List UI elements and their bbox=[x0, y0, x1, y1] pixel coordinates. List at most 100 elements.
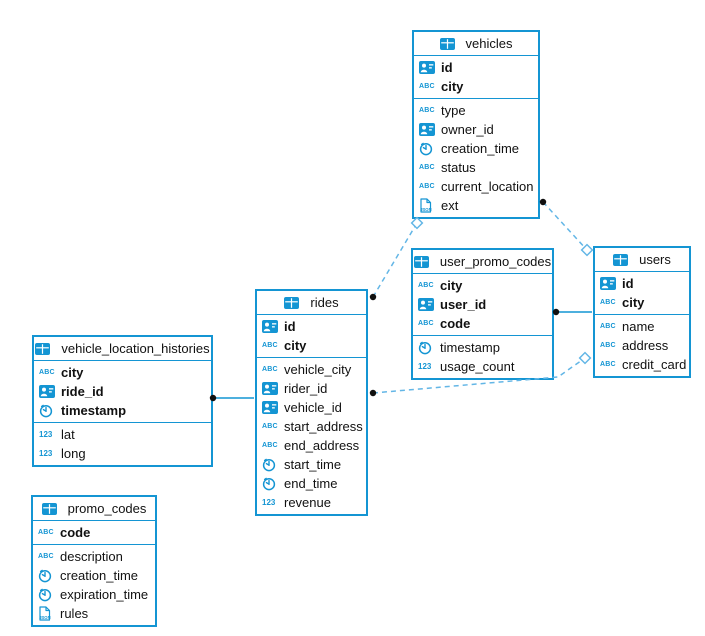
text-type-icon: ABC bbox=[600, 358, 618, 372]
timestamp-type-icon bbox=[419, 142, 437, 156]
user-id-type-icon bbox=[262, 382, 280, 396]
column-row-credit_card: ABC credit_card bbox=[595, 355, 689, 374]
column-name: rules bbox=[60, 606, 89, 621]
table-header: users bbox=[595, 248, 689, 272]
column-row-creation_time: creation_time bbox=[33, 566, 155, 585]
user-id-type-icon bbox=[262, 320, 280, 334]
column-row-creation_time: creation_time bbox=[414, 139, 538, 158]
abc-glyph: ABC bbox=[600, 360, 616, 368]
table-icon bbox=[35, 342, 53, 356]
relationship-diamond-endpoint bbox=[580, 243, 594, 257]
column-name: vehicle_id bbox=[284, 400, 342, 415]
column-row-expiration_time: expiration_time bbox=[33, 585, 155, 604]
column-name: city bbox=[440, 278, 463, 293]
column-name: city bbox=[441, 79, 464, 94]
abc-glyph: ABC bbox=[262, 422, 278, 430]
user-id-type-icon bbox=[39, 385, 57, 399]
timestamp-type-icon bbox=[38, 569, 56, 583]
json-type-icon: JSON bbox=[38, 606, 56, 621]
column-name: city bbox=[61, 365, 84, 380]
123-glyph: 123 bbox=[39, 448, 53, 458]
table-icon bbox=[413, 255, 432, 269]
abc-glyph: ABC bbox=[419, 163, 435, 171]
column-row-status: ABC status bbox=[414, 158, 538, 177]
user-id-type-icon bbox=[600, 277, 618, 291]
abc-glyph: ABC bbox=[262, 365, 278, 373]
column-name: current_location bbox=[441, 179, 534, 194]
text-type-icon: ABC bbox=[418, 317, 436, 331]
column-row-timestamp: timestamp bbox=[34, 401, 211, 420]
column-row-timestamp: timestamp bbox=[413, 338, 552, 357]
column-row-user_id: user_id bbox=[413, 295, 552, 314]
text-type-icon: ABC bbox=[419, 161, 437, 175]
text-type-icon: ABC bbox=[419, 180, 437, 194]
column-row-id: id bbox=[414, 58, 538, 77]
relationship-diamond-endpoint bbox=[410, 216, 424, 230]
text-type-icon: ABC bbox=[600, 296, 618, 310]
text-type-icon: ABC bbox=[262, 420, 280, 434]
column-name: id bbox=[441, 60, 453, 75]
column-name: status bbox=[441, 160, 476, 175]
column-name: end_time bbox=[284, 476, 338, 491]
table-title: vehicles bbox=[465, 36, 513, 51]
table-icon bbox=[613, 253, 631, 267]
column-name: ride_id bbox=[61, 384, 104, 399]
column-row-city: ABC city bbox=[595, 293, 689, 312]
column-row-end_address: ABC end_address bbox=[257, 436, 366, 455]
column-name: timestamp bbox=[440, 340, 500, 355]
text-type-icon: ABC bbox=[262, 439, 280, 453]
column-row-id: id bbox=[595, 274, 689, 293]
text-type-icon: ABC bbox=[262, 363, 280, 377]
abc-glyph: ABC bbox=[419, 82, 435, 90]
column-name: address bbox=[622, 338, 669, 353]
abc-glyph: ABC bbox=[600, 298, 616, 306]
column-name: type bbox=[441, 103, 466, 118]
123-glyph: 123 bbox=[262, 497, 276, 507]
relationship-dot-endpoint bbox=[369, 389, 377, 397]
abc-glyph: ABC bbox=[262, 441, 278, 449]
table-icon bbox=[284, 296, 302, 310]
user-id-type-icon bbox=[262, 401, 280, 415]
table-title: promo_codes bbox=[67, 501, 147, 516]
column-row-rider_id: rider_id bbox=[257, 379, 366, 398]
user-id-type-icon bbox=[419, 61, 437, 75]
abc-glyph: ABC bbox=[600, 322, 616, 330]
column-name: credit_card bbox=[622, 357, 687, 372]
table-title: vehicle_location_histories bbox=[61, 341, 210, 356]
number-type-icon: 123 bbox=[418, 360, 436, 374]
column-name: start_time bbox=[284, 457, 342, 472]
column-name: rider_id bbox=[284, 381, 328, 396]
column-row-id: id bbox=[257, 317, 366, 336]
column-name: name bbox=[622, 319, 655, 334]
abc-glyph: ABC bbox=[418, 319, 434, 327]
column-name: city bbox=[622, 295, 645, 310]
timestamp-type-icon bbox=[39, 404, 57, 418]
column-name: city bbox=[284, 338, 307, 353]
abc-glyph: ABC bbox=[262, 341, 278, 349]
table-header: user_promo_codes bbox=[413, 250, 552, 274]
table-icon bbox=[439, 37, 458, 51]
text-type-icon: ABC bbox=[38, 550, 56, 564]
column-name: end_address bbox=[284, 438, 360, 453]
